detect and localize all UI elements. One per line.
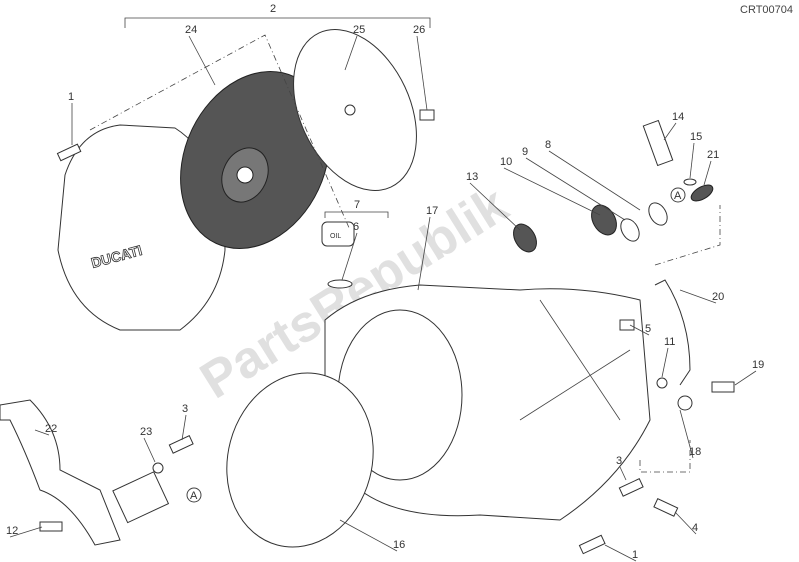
callout-9[interactable]: 9 [522,146,528,158]
callout-leader [734,370,757,386]
callout-3[interactable]: 3 [182,403,188,415]
crankcase-cover[interactable] [323,284,651,521]
callout-1[interactable]: 1 [68,91,74,103]
callout-leader [417,216,431,291]
group-bracket-2 [124,17,431,28]
callout-18[interactable]: 18 [689,446,701,458]
callout-leader [34,429,50,436]
oil-filler-cap[interactable]: OIL [321,221,355,289]
callout-leader [341,232,358,281]
seals[interactable] [509,200,671,256]
callout-leader [525,157,626,221]
callout-21[interactable]: 21 [707,149,719,161]
callout-8[interactable]: 8 [545,139,551,151]
callout-22[interactable]: 22 [45,423,57,435]
washer-23[interactable] [152,462,164,474]
callout-leader [674,511,697,535]
callout-25[interactable]: 25 [353,24,365,36]
callout-1[interactable]: 1 [632,549,638,561]
bolt-1[interactable] [56,143,82,162]
callout-3[interactable]: 3 [616,455,622,467]
callout-24[interactable]: 24 [185,24,197,36]
callout-13[interactable]: 13 [466,171,478,183]
callout-leader [629,324,650,336]
callout-23[interactable]: 23 [140,426,152,438]
oil-pipe[interactable] [654,279,691,386]
callout-leader [689,142,695,179]
callout-19[interactable]: 19 [752,359,764,371]
callout-leader [679,409,694,459]
callout-10[interactable]: 10 [500,156,512,168]
callout-leader [679,289,717,304]
callout-A[interactable]: A [190,490,198,502]
callout-leader [661,347,669,378]
callout-leader [181,414,187,441]
callout-leader [469,182,521,231]
callout-17[interactable]: 17 [426,205,438,217]
callout-leader [344,35,358,71]
callout-leader [663,122,677,141]
callout-6[interactable]: 6 [353,221,359,233]
callout-7[interactable]: 7 [354,199,360,211]
callout-4[interactable]: 4 [692,522,698,534]
reference-circle [670,187,686,203]
clutch-plate[interactable] [153,47,358,273]
bolt-19[interactable] [711,381,735,393]
callout-5[interactable]: 5 [645,323,651,335]
group-bracket-7 [324,211,389,218]
callout-leader [503,167,601,216]
callout-15[interactable]: 15 [690,131,702,143]
callout-leader [416,35,428,111]
callout-leader [339,519,398,552]
bolt-3b[interactable] [618,478,644,497]
clutch-lever-bracket[interactable] [0,399,170,546]
bolt-4[interactable] [653,498,679,517]
callout-leader [604,544,637,562]
callout-12[interactable]: 12 [6,525,18,537]
callout-leader [143,437,156,463]
callout-20[interactable]: 20 [712,291,724,303]
callout-2[interactable]: 2 [270,3,276,15]
callout-leader [703,160,712,186]
banjo-fitting[interactable] [677,395,693,411]
callout-14[interactable]: 14 [672,111,684,123]
bolt-5[interactable] [619,319,635,331]
callout-leader [188,35,216,86]
bolt-1b[interactable] [578,534,606,555]
callout-leader [619,466,627,481]
oil-cap-text: OIL [330,233,341,240]
bolt-12[interactable] [39,521,63,532]
bolt-26[interactable] [419,109,435,121]
oil-pressure-switch[interactable] [642,119,715,205]
callout-26[interactable]: 26 [413,24,425,36]
reference-circle [186,487,202,503]
gasket[interactable] [208,356,393,562]
drawing-code: CRT00704 [740,4,793,16]
callout-leader [548,150,641,211]
washer-11[interactable] [656,377,668,389]
callout-11[interactable]: 11 [664,336,675,348]
callout-leader [9,526,43,538]
pressure-plate[interactable] [269,10,441,211]
callout-A[interactable]: A [674,190,682,202]
callout-16[interactable]: 16 [393,539,405,551]
bolt-3[interactable] [168,435,194,454]
